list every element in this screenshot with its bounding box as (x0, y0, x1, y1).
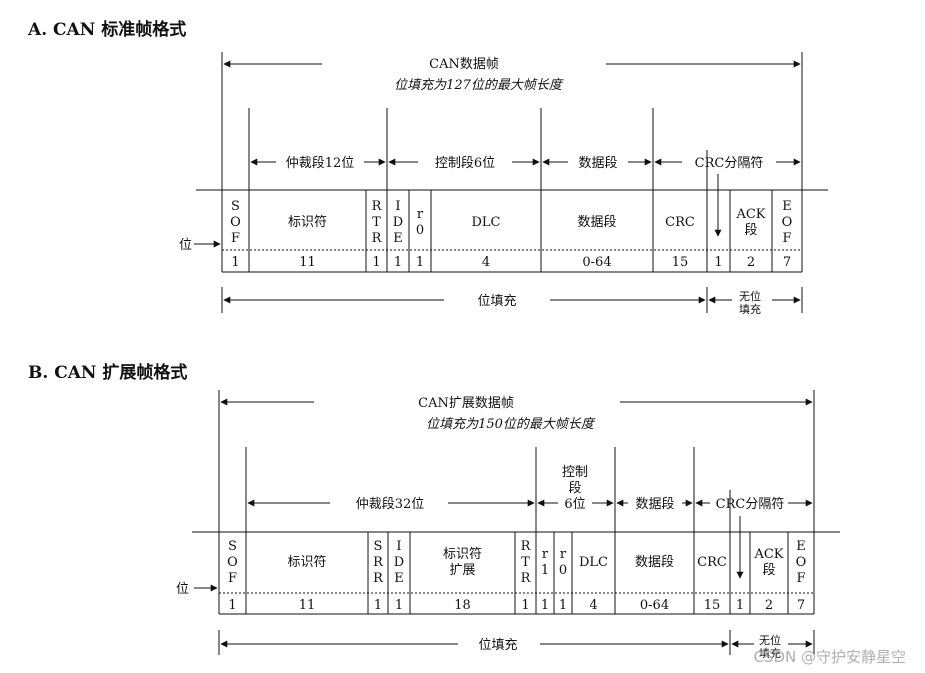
a-field-bits-8: 1 (714, 255, 722, 270)
a-no-stuff-line1: 无位 (739, 289, 761, 303)
b-bit-label: 位 (176, 582, 189, 597)
a-stuffing-label: 位填充 (477, 293, 516, 309)
b-stuffing-label: 位填充 (478, 637, 517, 653)
b-field-bits-3: 1 (395, 598, 403, 613)
a-arbitration-label: 仲裁段12位 (286, 155, 355, 171)
a-bit-label: 位 (179, 238, 192, 253)
a-field-bits-1: 11 (299, 255, 316, 270)
section-b-extended-frame (192, 390, 840, 655)
b-field-bits-12: 2 (765, 598, 773, 613)
b-frame-desc: 位填充为150位的最大帧长度 (426, 416, 596, 432)
b-data-label: 数据段 (635, 497, 674, 512)
a-no-stuff-line2: 填充 (739, 302, 761, 316)
a-field-bits-4: 1 (416, 255, 424, 270)
b-field-bits-13: 7 (797, 598, 805, 613)
a-data-label: 数据段 (578, 156, 617, 171)
b-field-bits-8: 4 (589, 598, 597, 613)
b-field-label-10: CRC (697, 555, 727, 570)
b-field-label-4: 标识符扩展 (443, 546, 482, 578)
a-field-bits-7: 15 (672, 255, 689, 270)
section-b-text: B. CAN 扩展帧格式 CAN扩展数据帧 位填充为150位的最大帧长度 仲裁段… (28, 362, 806, 660)
a-field-bits-10: 7 (783, 255, 791, 270)
b-no-stuff-line2: 填充 (759, 646, 781, 660)
b-arbitration-label: 仲裁段32位 (356, 496, 425, 512)
b-crc-delimiter-label: CRC分隔符 (716, 496, 785, 512)
watermark: CSDN @守护安静星空 (753, 648, 906, 666)
b-field-bits-9: 0-64 (640, 598, 669, 613)
section-b-title: B. CAN 扩展帧格式 (28, 362, 187, 383)
a-frame-desc: 位填充为127位的最大帧长度 (394, 77, 564, 93)
a-field-bits-2: 1 (372, 255, 380, 270)
a-field-label-1: 标识符 (288, 214, 327, 230)
a-field-label-7: CRC (665, 215, 695, 230)
b-frame-name: CAN扩展数据帧 (418, 396, 514, 411)
a-control-label: 控制段6位 (435, 156, 495, 171)
a-crc-delimiter-label: CRC分隔符 (695, 155, 764, 171)
b-field-bits-2: 1 (374, 598, 382, 613)
b-field-bits-4: 18 (454, 598, 471, 613)
a-field-bits-5: 4 (482, 255, 490, 270)
section-a-title: A. CAN 标准帧格式 (27, 19, 186, 40)
b-field-label-1: 标识符 (287, 554, 326, 570)
section-a-standard-frame (194, 52, 828, 313)
b-field-bits-1: 11 (299, 598, 316, 613)
b-no-stuff-line1: 无位 (759, 633, 781, 647)
a-field-bits-6: 0-64 (582, 255, 611, 270)
b-field-label-9: 数据段 (635, 555, 674, 570)
a-field-bits-3: 1 (394, 255, 402, 270)
b-field-bits-7: 1 (559, 598, 567, 613)
a-field-bits-9: 2 (747, 255, 755, 270)
a-field-label-6: 数据段 (577, 215, 616, 230)
a-frame-name: CAN数据帧 (429, 57, 499, 72)
a-field-label-5: DLC (471, 215, 500, 230)
b-field-bits-0: 1 (228, 598, 236, 613)
a-field-bits-0: 1 (231, 255, 239, 270)
b-field-bits-11: 1 (736, 598, 744, 613)
b-field-bits-6: 1 (541, 598, 549, 613)
b-field-label-8: DLC (579, 555, 608, 570)
b-field-bits-5: 1 (521, 598, 529, 613)
section-a-text: A. CAN 标准帧格式 CAN数据帧 位填充为127位的最大帧长度 仲裁段12… (27, 19, 792, 316)
b-field-bits-10: 15 (704, 598, 721, 613)
